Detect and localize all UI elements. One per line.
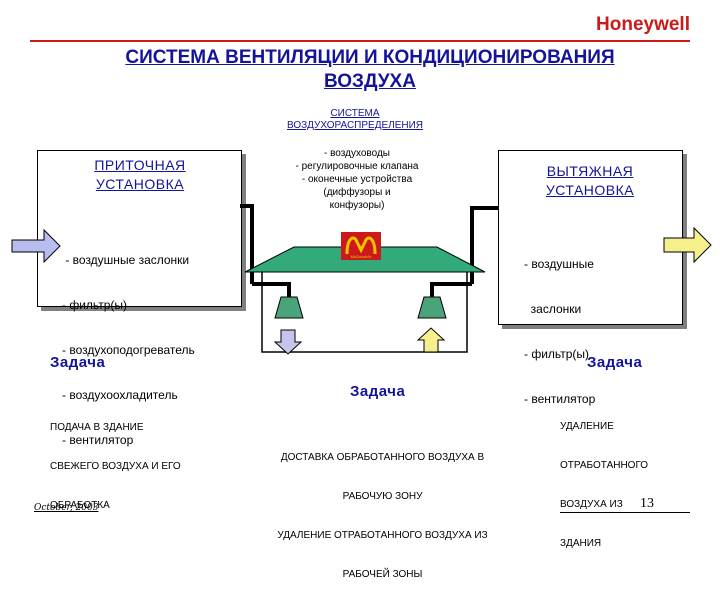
list-item: - фильтр(ы) (62, 298, 128, 312)
footer-divider (560, 512, 690, 513)
exhaust-air-up-arrow (416, 327, 446, 353)
exhaust-unit-components: - воздушные заслонки - фильтр(ы) - венти… (524, 227, 595, 422)
task-line: РАБОЧУЮ ЗОНУ (342, 491, 423, 502)
list-item: - воздуховоды (324, 148, 390, 159)
supply-unit-title-line2: УСТАНОВКА (95, 176, 185, 192)
supply-unit-title: ПРИТОЧНАЯ УСТАНОВКА (60, 156, 220, 194)
exhaust-diffuser (417, 296, 447, 319)
exhaust-unit-title: ВЫТЯЖНАЯ УСТАНОВКА (510, 162, 670, 200)
task-line: ОБРАБОТКА (50, 500, 110, 511)
exhaust-unit-title-line1: ВЫТЯЖНАЯ (546, 163, 634, 179)
task-line: УДАЛЕНИЕ ОТРАБОТАННОГО ВОЗДУХА ИЗ (277, 530, 488, 541)
list-item: - регулировочные клапана (295, 161, 419, 172)
page-title-line1: СИСТЕМА ВЕНТИЛЯЦИИ И КОНДИЦИОНИРОВАНИЯ (125, 47, 615, 68)
list-item: - воздухоохладитель (62, 388, 178, 402)
ventilation-diagram (11, 204, 712, 355)
list-item: - воздушные заслонки (62, 253, 190, 267)
exhaust-unit-title-line2: УСТАНОВКА (545, 182, 635, 198)
list-item: конфузоры) (329, 200, 385, 211)
task-center-label: Задача (350, 383, 406, 400)
list-item: - оконечные устройства (301, 174, 413, 185)
list-item: - воздушные (524, 257, 594, 271)
distribution-title-line1: СИСТЕМА (330, 108, 380, 119)
mcdonalds-arches (345, 236, 377, 255)
page-number: 13 (640, 496, 654, 511)
task-line: УДАЛЕНИЕ (560, 421, 614, 432)
task-line: СВЕЖЕГО ВОЗДУХА И ЕГО (50, 461, 181, 472)
distribution-title-line2: ВОЗДУХОРАСПРЕДЕЛЕНИЯ (286, 120, 423, 131)
footer-date: October, 2003 (34, 503, 99, 513)
list-item: заслонки (524, 302, 582, 316)
list-item: - вентилятор (62, 433, 134, 447)
task-line: ДОСТАВКА ОБРАБОТАННОГО ВОЗДУХА В (280, 452, 485, 463)
page-title-line2: ВОЗДУХА (324, 71, 416, 92)
brand-logo-text: Honeywell (596, 14, 690, 35)
task-right-label: Задача (587, 354, 643, 371)
distribution-components: - воздуховоды - регулировочные клапана -… (282, 147, 432, 212)
supply-unit-box (37, 150, 242, 307)
building-walls (261, 272, 468, 353)
supply-unit-components: - воздушные заслонки - фильтр(ы) - возду… (62, 223, 195, 463)
task-right-text: УДАЛЕНИЕ ОТРАБОТАННОГО ВОЗДУХА ИЗ ЗДАНИЯ (560, 394, 648, 563)
list-item: - фильтр(ы) (524, 347, 590, 361)
task-line: РАБОЧЕЙ ЗОНЫ (342, 569, 423, 580)
task-line: ВОЗДУХА ИЗ (560, 499, 623, 510)
fresh-air-intake-arrow (11, 228, 61, 264)
list-item: - вентилятор (524, 392, 596, 406)
task-left-label: Задача (50, 354, 106, 371)
supply-duct (240, 204, 254, 284)
distribution-title: СИСТЕМА ВОЗДУХОРАСПРЕДЕЛЕНИЯ (270, 108, 440, 132)
task-left-text: ПОДАЧА В ЗДАНИЕ СВЕЖЕГО ВОЗДУХА И ЕГО ОБ… (50, 395, 181, 525)
task-line: ОТРАБОТАННОГО (560, 460, 649, 471)
task-line: ПОДАЧА В ЗДАНИЕ (50, 422, 144, 433)
list-item: - воздухоподогреватель (62, 343, 195, 357)
header-divider (30, 40, 690, 42)
list-item: (диффузоры и (323, 187, 391, 198)
page-title: СИСТЕМА ВЕНТИЛЯЦИИ И КОНДИЦИОНИРОВАНИЯ В… (60, 46, 680, 94)
task-center-text: ДОСТАВКА ОБРАБОТАННОГО ВОЗДУХА В РАБОЧУЮ… (250, 425, 515, 594)
exhaust-duct (470, 206, 498, 284)
mcdonalds-logo-text: McDonald's (350, 254, 372, 259)
task-line: ЗДАНИЯ (560, 538, 602, 549)
supply-unit-title-line1: ПРИТОЧНАЯ (94, 157, 186, 173)
supply-air-down-arrow (273, 329, 303, 355)
exhaust-air-outlet-arrow (663, 226, 712, 264)
supply-diffuser (274, 296, 304, 319)
